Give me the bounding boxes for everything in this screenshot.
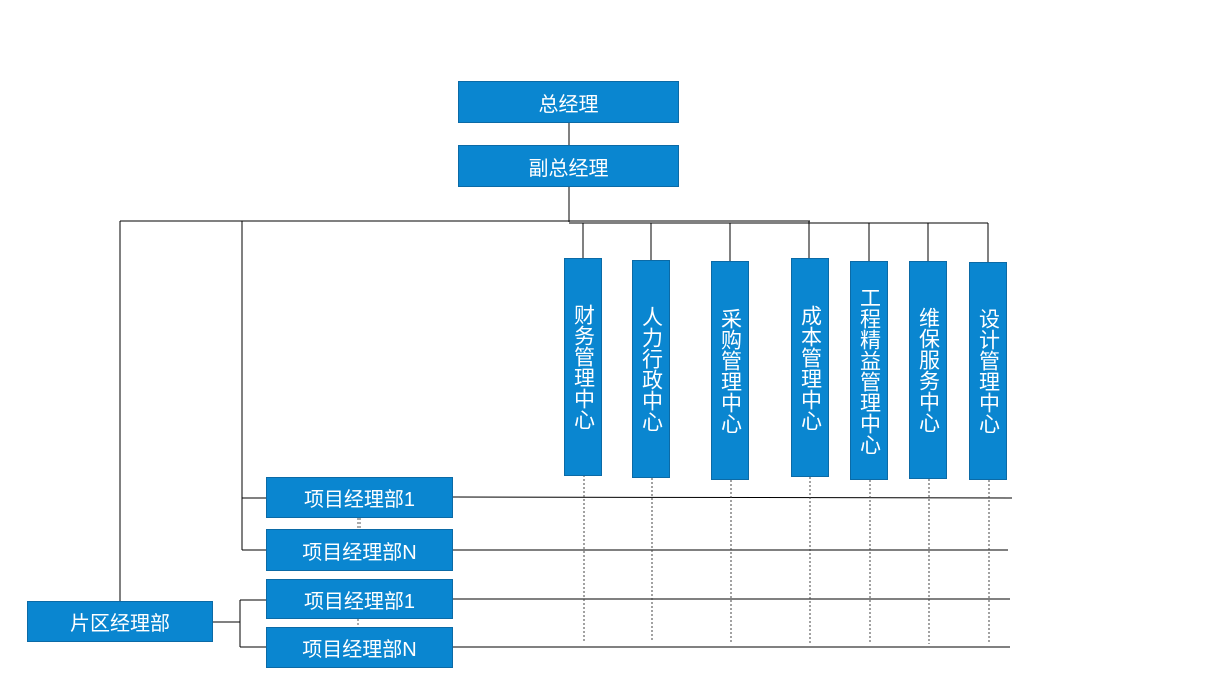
project-department-label: 项目经理部N bbox=[302, 541, 417, 564]
general-manager-box: 总经理 bbox=[458, 81, 679, 123]
center-label: 工程精益管理中心 bbox=[857, 286, 881, 455]
center-label: 人力行政中心 bbox=[639, 306, 663, 432]
project-department-label: 项目经理部N bbox=[302, 639, 417, 661]
deputy-general-manager-label: 副总经理 bbox=[528, 157, 609, 180]
center-label: 维保服务中心 bbox=[916, 307, 940, 433]
center-label: 成本管理中心 bbox=[798, 304, 822, 431]
center-label: 设计管理中心 bbox=[976, 308, 1000, 434]
project-department-bn-box: 项目经理部N bbox=[266, 627, 453, 668]
project-department-a1-box: 项目经理部1 bbox=[266, 477, 453, 518]
general-manager-label: 总经理 bbox=[538, 93, 599, 116]
project-department-b1-box: 项目经理部1 bbox=[266, 579, 453, 619]
center-procurement-box: 采购管理中心 bbox=[711, 261, 749, 480]
center-finance-box: 财务管理中心 bbox=[564, 258, 602, 476]
center-engineering-lean-box: 工程精益管理中心 bbox=[850, 261, 888, 480]
project-department-label: 项目经理部1 bbox=[303, 489, 416, 511]
center-hr-admin-box: 人力行政中心 bbox=[632, 260, 670, 478]
center-maintenance-service-box: 维保服务中心 bbox=[909, 261, 947, 479]
project-department-label: 项目经理部1 bbox=[303, 590, 416, 613]
district-department-box: 片区经理部 bbox=[27, 601, 213, 642]
center-cost-box: 成本管理中心 bbox=[791, 258, 829, 477]
district-department-label: 片区经理部 bbox=[70, 613, 170, 635]
center-label: 财务管理中心 bbox=[571, 304, 595, 430]
deputy-general-manager-box: 副总经理 bbox=[458, 145, 679, 187]
project-department-an-box: 项目经理部N bbox=[266, 529, 453, 571]
center-design-box: 设计管理中心 bbox=[969, 262, 1007, 480]
center-label: 采购管理中心 bbox=[718, 307, 742, 434]
